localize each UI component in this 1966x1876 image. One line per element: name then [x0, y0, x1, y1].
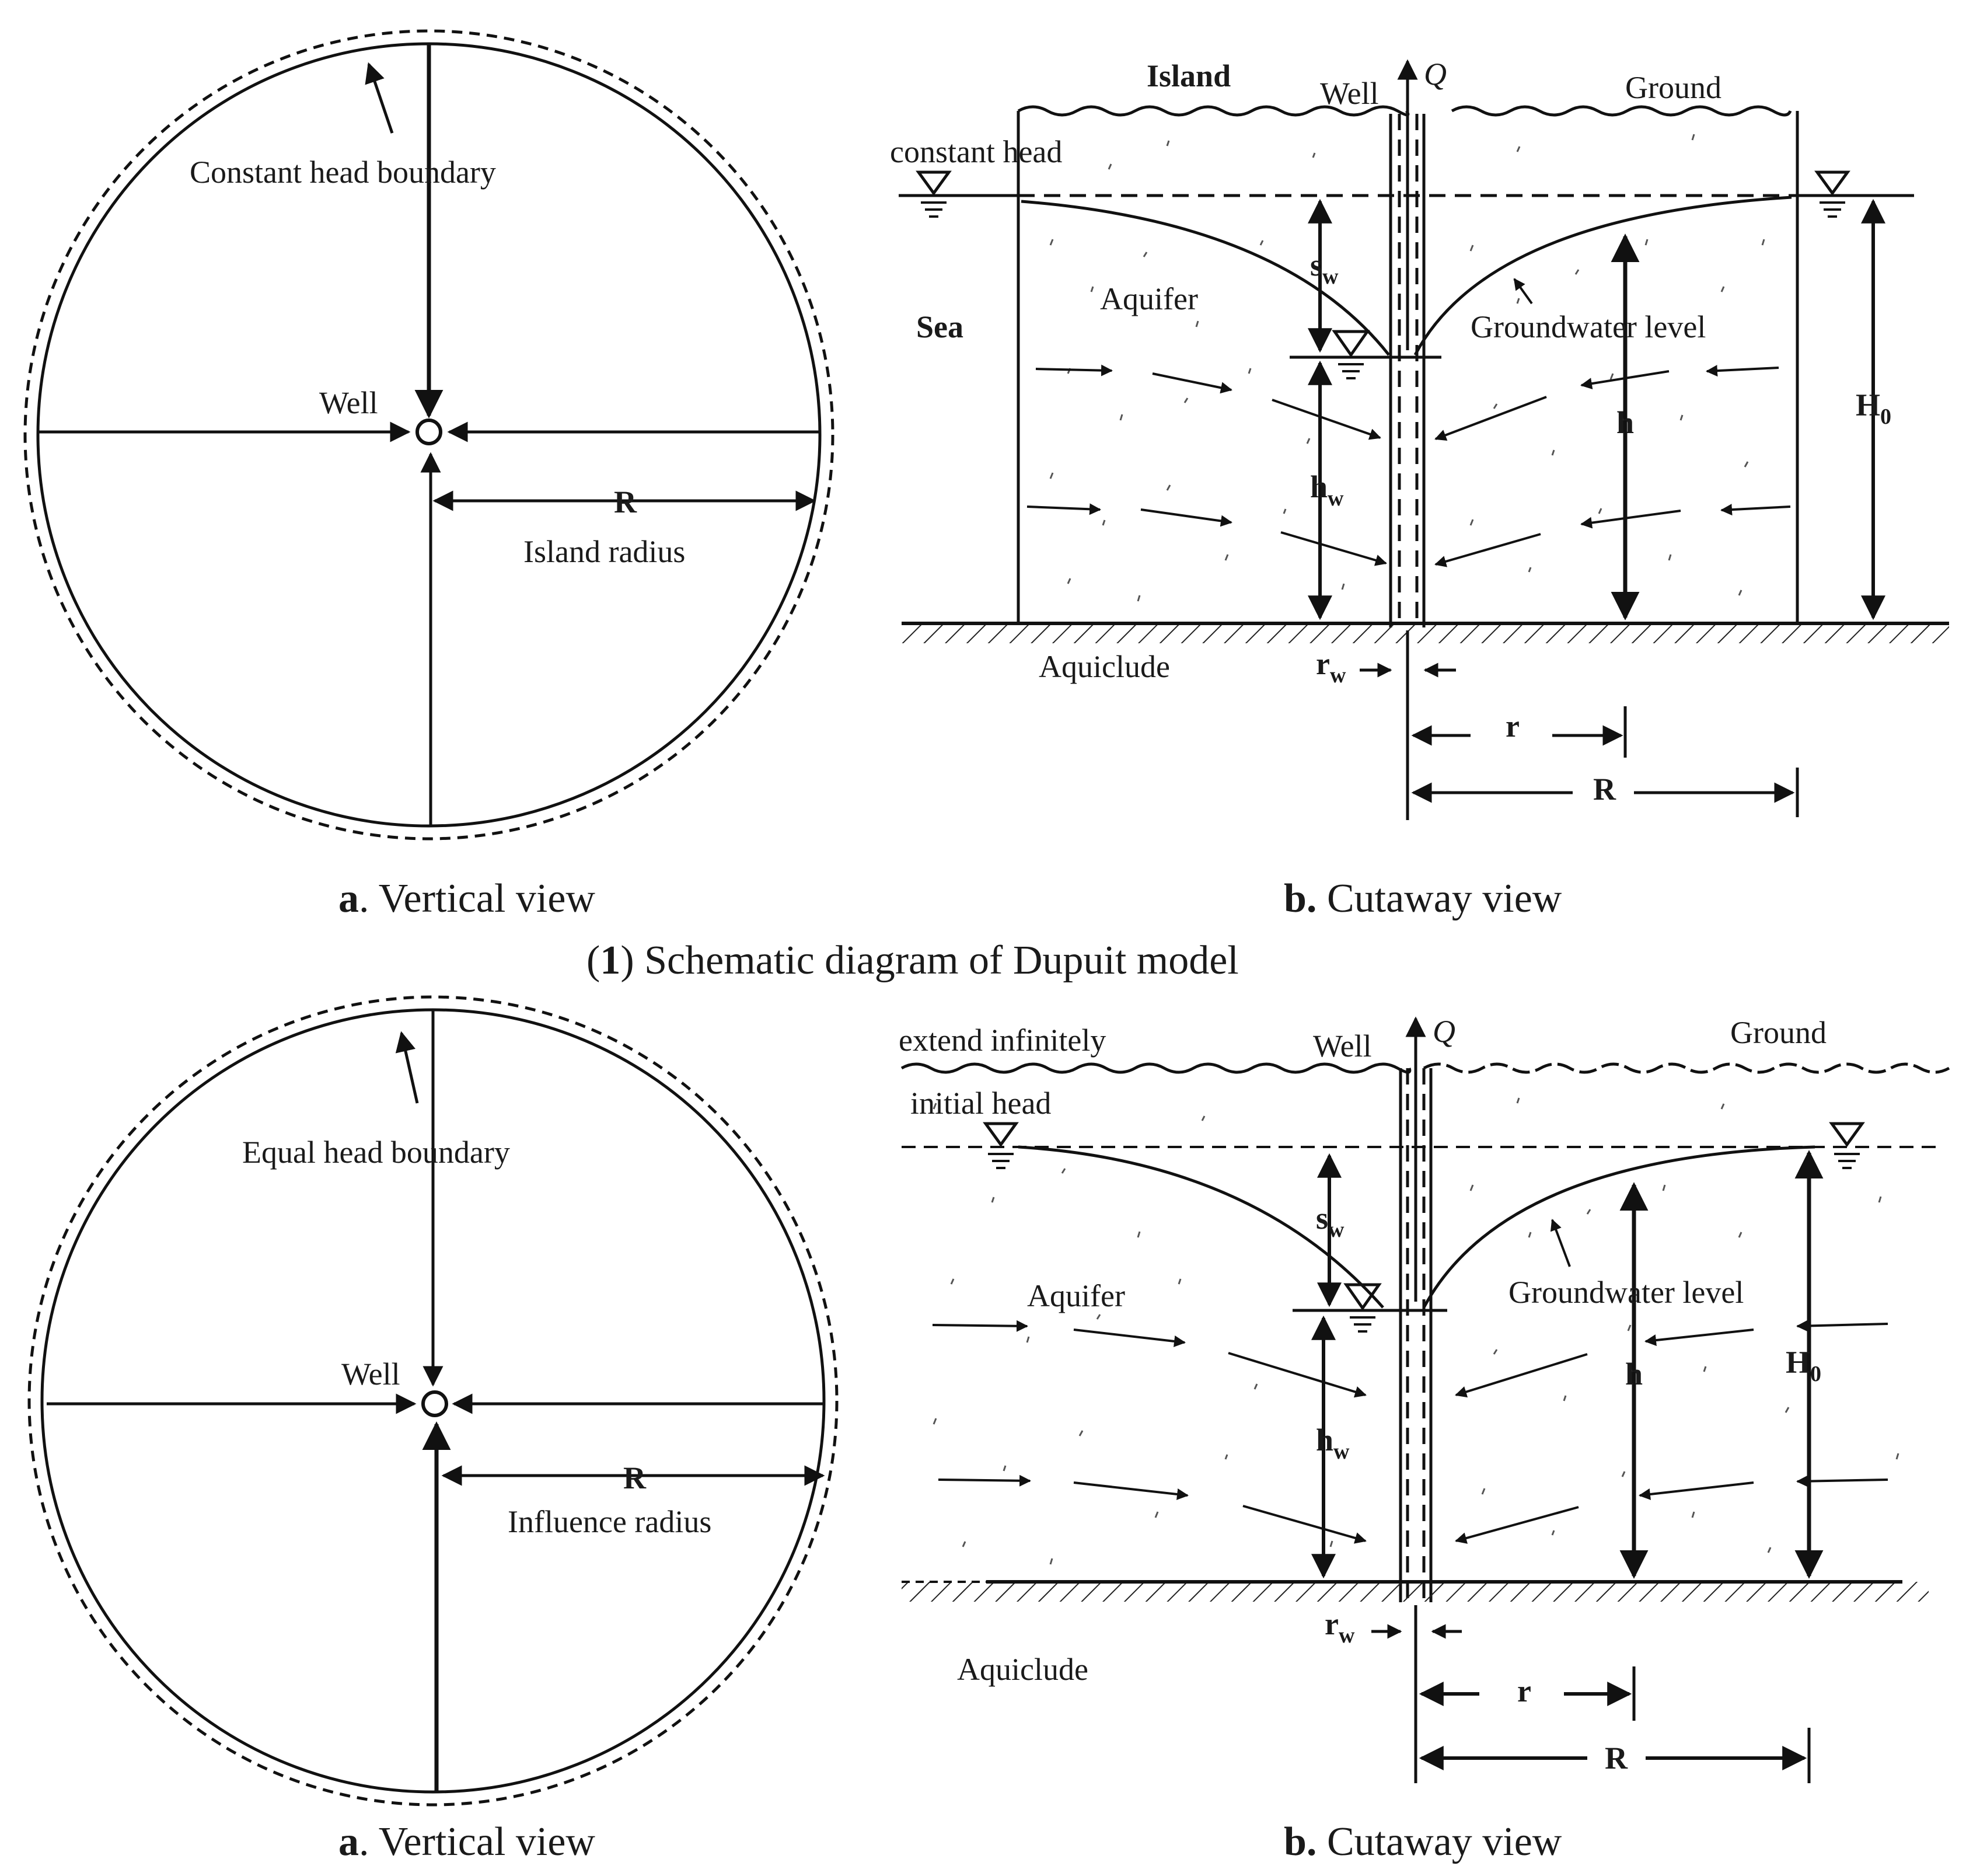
aquifer-label: Aquifer — [1027, 1278, 1125, 1313]
H0-label: H0 — [1786, 1345, 1821, 1386]
well-symbol — [421, 1390, 448, 1417]
panel1-vertical-view: Constant head boundary Well R Island rad… — [23, 29, 834, 841]
groundwater-level-label: Groundwater level — [1471, 309, 1706, 344]
H0-label: H0 — [1856, 388, 1891, 429]
influence-radius-label: Influence radius — [508, 1504, 711, 1539]
flow-arrows-right — [1434, 365, 1791, 567]
water-table-symbol-well — [1343, 1283, 1382, 1333]
radius-symbol: R — [623, 1460, 647, 1495]
groundwater-curve-left — [1021, 200, 1390, 356]
groundwater-curve-left — [1018, 1145, 1384, 1309]
well-label: Well — [341, 1357, 400, 1392]
sw-label: sw — [1310, 247, 1339, 289]
island-radius-label: Island radius — [523, 534, 685, 569]
aquiclude-hatch — [902, 623, 1949, 643]
panel1-cutaway-view: Island Well Q Ground constant head Sea A… — [890, 57, 1949, 820]
water-table-symbol-right — [1814, 170, 1850, 218]
aquiclude-hatch — [902, 1582, 1929, 1602]
boundary-pointer-arrow — [365, 62, 394, 134]
flow-arrows-right — [1455, 1320, 1888, 1544]
well-label: Well — [1313, 1028, 1372, 1063]
groundwater-level-label: Groundwater level — [1508, 1275, 1744, 1310]
R-label: R — [1605, 1741, 1628, 1776]
constant-head-label: constant head — [890, 134, 1062, 169]
ground-label: Ground — [1625, 70, 1721, 105]
panel2-vertical-view: Equal head boundary Well R Influence rad… — [27, 995, 839, 1807]
radius-symbol: R — [614, 484, 637, 519]
flow-arrows-left — [1026, 364, 1387, 566]
hw-label: hw — [1310, 469, 1344, 511]
initial-head-label: initial head — [910, 1086, 1051, 1121]
ground-label: Ground — [1730, 1015, 1827, 1050]
water-table-symbol-right — [1829, 1122, 1865, 1169]
ground-surface-left — [1017, 105, 1410, 117]
sw-label: sw — [1316, 1201, 1345, 1242]
influence-outline — [40, 1008, 826, 1794]
r-label: r — [1506, 709, 1520, 744]
well-symbol — [415, 419, 442, 445]
water-table-symbol-well — [1332, 330, 1370, 379]
rw-label: rw — [1316, 646, 1346, 688]
aquiclude-label: Aquiclude — [1039, 649, 1170, 684]
r-label: r — [1517, 1673, 1531, 1708]
figure-caption-dupuit: (1) Schematic diagram of Dupuit model — [586, 938, 1239, 983]
ground-surface-left — [900, 1062, 1412, 1074]
aquifer-label: Aquifer — [1100, 281, 1198, 316]
sea-label: Sea — [916, 309, 963, 344]
hw-label: hw — [1316, 1422, 1350, 1464]
h-label: h — [1616, 405, 1634, 440]
well-label: Well — [319, 385, 378, 420]
panel2-cutaway-view: extend infinitely Well Q Ground initial … — [899, 1014, 1950, 1783]
island-label: Island — [1147, 58, 1231, 93]
groundwater-pointer — [1513, 278, 1533, 305]
groundwater-curve-right — [1422, 1145, 1815, 1309]
panel1-caption-a: a. Vertical view — [338, 876, 595, 921]
groundwater-curve-right — [1413, 196, 1792, 356]
discharge-q-label: Q — [1424, 57, 1447, 92]
ground-surface-right — [1423, 1062, 1950, 1074]
panel2-caption-b: b. Cutaway view — [1284, 1819, 1562, 1864]
flow-arrows-left — [932, 1320, 1367, 1544]
rw-label: rw — [1325, 1606, 1355, 1648]
ground-surface-right — [1451, 105, 1792, 117]
influence-boundary-dashed — [27, 995, 839, 1807]
well-label: Well — [1320, 76, 1379, 111]
equal-head-boundary-label: Equal head boundary — [242, 1135, 510, 1170]
water-table-symbol-left — [983, 1122, 1019, 1169]
constant-head-boundary-label: Constant head boundary — [190, 155, 496, 190]
panel2-caption-a: a. Vertical view — [338, 1819, 595, 1864]
h-label: h — [1625, 1357, 1643, 1392]
panel1-caption-b: b. Cutaway view — [1284, 876, 1562, 921]
discharge-q-label: Q — [1433, 1014, 1455, 1049]
extend-infinitely-label: extend infinitely — [899, 1023, 1106, 1058]
R-label: R — [1593, 772, 1616, 807]
aquiclude-label: Aquiclude — [957, 1652, 1088, 1687]
groundwater-pointer — [1550, 1219, 1571, 1267]
water-table-symbol-left — [916, 170, 952, 218]
boundary-pointer-arrow — [395, 1031, 419, 1104]
island-boundary-dashed — [23, 29, 834, 841]
aquifer-texture — [1049, 134, 1765, 602]
